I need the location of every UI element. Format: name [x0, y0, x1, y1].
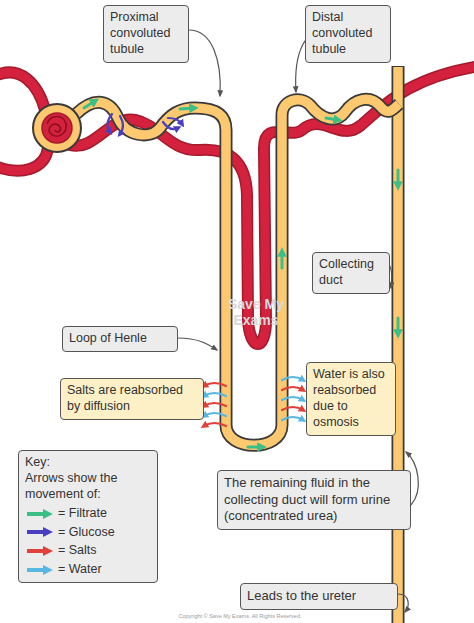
swatch-shaft: [27, 530, 45, 534]
legend-swatch: [25, 508, 55, 520]
legend-row: = Water: [25, 562, 151, 578]
callout-box: Proximal convoluted tubule: [103, 5, 189, 63]
collecting-duct: [393, 67, 403, 623]
swatch-head: [43, 509, 53, 519]
legend-text: = Salts: [58, 543, 97, 559]
legend-swatch: [25, 545, 55, 557]
box-text: Key:: [25, 455, 151, 471]
note-box: The remaining fluid in the collecting du…: [217, 470, 411, 530]
water-arrow: [204, 393, 226, 396]
filtrate-arrow: [397, 170, 400, 186]
legend-swatch: [25, 564, 55, 576]
leader-line: [398, 594, 408, 612]
filtrate-arrow: [326, 118, 338, 120]
callout-box: Leads to the ureter: [240, 583, 398, 610]
legend-text: = Water: [58, 562, 102, 578]
swatch-shaft: [27, 512, 45, 516]
box-text: Proximal convoluted tubule: [110, 10, 182, 58]
glucose-arrow: [168, 118, 182, 124]
box-text: Arrows show the movement of:: [25, 471, 151, 503]
legend-row: = Filtrate: [25, 506, 151, 522]
water-arrow: [204, 413, 226, 416]
box-text: The remaining fluid in the collecting du…: [224, 475, 404, 525]
water-arrow: [282, 377, 303, 380]
callout-box: Collecting duct: [312, 252, 390, 294]
blood-vessel-outline: [0, 148, 48, 171]
salt-arrow: [204, 403, 226, 406]
box-text: Leads to the ureter: [247, 588, 391, 605]
swatch-head: [43, 527, 53, 537]
salt-arrow: [282, 407, 303, 410]
box-text: Loop of Henle: [69, 331, 171, 347]
leader-line: [189, 30, 220, 96]
note-box: Salts are reabsorbed by diffusion: [60, 378, 204, 420]
callout-box: Distal convoluted tubule: [305, 5, 391, 63]
note-box: Water is also reabsorbed due to osmosis: [306, 362, 396, 436]
swatch-shaft: [27, 568, 45, 572]
capillary-network: [70, 66, 474, 344]
blood-vessel-outline: [70, 66, 474, 344]
salt-arrow: [282, 387, 303, 390]
glucose-arrow: [120, 116, 123, 134]
glucose-arrow: [163, 122, 178, 129]
salt-arrow: [204, 423, 226, 426]
water-arrow: [282, 397, 303, 400]
legend-text: = Filtrate: [58, 506, 107, 522]
callout-box: Loop of Henle: [62, 326, 178, 352]
box-text: Collecting duct: [319, 257, 383, 289]
box-text: Distal convoluted tubule: [312, 10, 384, 58]
legend-swatch: [25, 526, 55, 538]
legend-row: = Glucose: [25, 525, 151, 541]
glucose-arrow: [107, 114, 112, 132]
box-text: Water is also reabsorbed due to osmosis: [313, 367, 389, 431]
collecting-duct-outline: [392, 66, 405, 623]
key-box: Key:Arrows show the movement of:= Filtra…: [18, 450, 158, 583]
filtrate-arrow: [281, 252, 284, 268]
legend: = Filtrate = Glucose = Salts = Water: [25, 506, 151, 579]
copyright-notice: Copyright © Save My Exams. All Rights Re…: [150, 613, 330, 619]
salt-arrow: [204, 383, 226, 386]
glomerulus: [42, 113, 72, 143]
bowmans-capsule: [33, 104, 81, 152]
afferent-vessel: [0, 72, 45, 110]
box-text: Salts are reabsorbed by diffusion: [67, 383, 197, 415]
filtrate-arrow: [248, 446, 262, 449]
swatch-head: [43, 565, 53, 575]
efferent-vessel: [0, 148, 48, 171]
legend-text: = Glucose: [58, 525, 115, 541]
blood-vessel-outline: [0, 72, 45, 110]
glomerulus-capillaries: [47, 117, 66, 137]
swatch-shaft: [27, 549, 45, 553]
water-arrow: [282, 417, 303, 420]
filtrate-arrow: [180, 108, 194, 109]
legend-row: = Salts: [25, 543, 151, 559]
filtrate-arrow: [397, 318, 400, 334]
watermark: Save My Exams: [220, 296, 292, 328]
filtrate-arrow: [84, 101, 95, 108]
leader-line: [178, 338, 217, 350]
swatch-head: [43, 546, 53, 556]
